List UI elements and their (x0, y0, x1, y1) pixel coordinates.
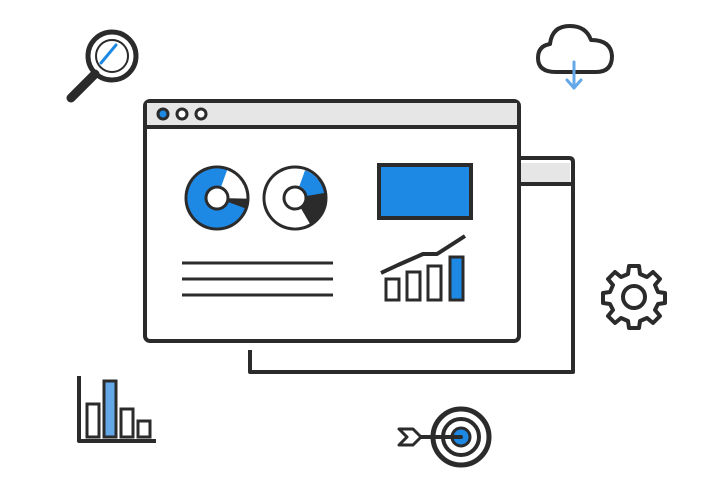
text-lines (182, 261, 333, 297)
gear-icon (601, 264, 667, 330)
window-control-dot (156, 107, 170, 121)
window-title-bar (147, 103, 517, 126)
donut-chart (184, 165, 250, 231)
cloud-download-icon (536, 24, 614, 90)
target-arrow-icon (397, 406, 492, 468)
bar-chart-icon (77, 376, 156, 443)
growth-bar-chart (380, 234, 467, 302)
window-control-dot (175, 107, 189, 121)
main-window (143, 99, 521, 343)
window-control-dot (194, 107, 208, 121)
donut-chart (262, 165, 328, 231)
image-placeholder (377, 163, 473, 220)
search-icon (66, 29, 139, 103)
back-window-title-bar (520, 163, 570, 183)
back-window (248, 156, 575, 374)
